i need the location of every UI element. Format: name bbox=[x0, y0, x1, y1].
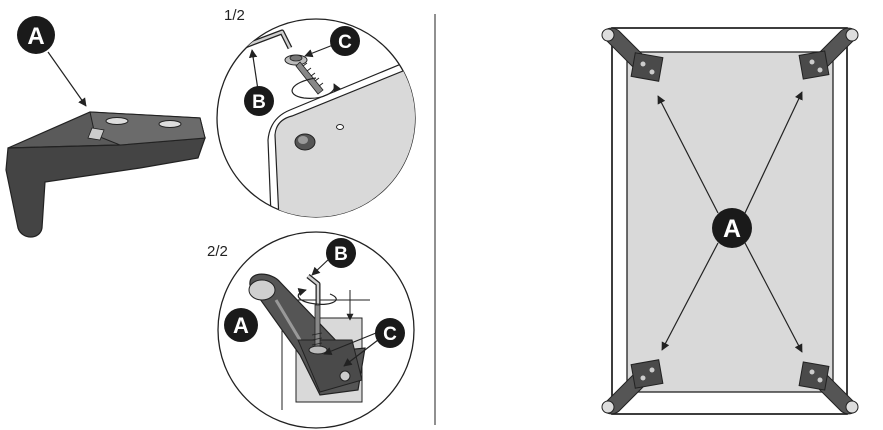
svg-text:C: C bbox=[383, 324, 397, 345]
leg-part-a bbox=[5, 111, 206, 238]
svg-text:A: A bbox=[27, 23, 44, 50]
leg-top-left bbox=[601, 27, 664, 82]
leader-c-step-2a bbox=[323, 332, 377, 356]
leg-bottom-left bbox=[601, 359, 664, 415]
leg-top-right bbox=[798, 27, 859, 80]
svg-text:B: B bbox=[252, 92, 266, 113]
pointer-arrows bbox=[657, 91, 803, 353]
bolt-icon bbox=[284, 54, 324, 95]
svg-text:A: A bbox=[723, 215, 741, 243]
svg-text:C: C bbox=[338, 32, 352, 53]
badge-b-step-1: B bbox=[244, 86, 274, 116]
badge-c-step-1: C bbox=[330, 26, 360, 56]
leg-bottom-right bbox=[798, 361, 859, 415]
step-1-label: 1/2 bbox=[224, 7, 245, 24]
step-2-label: 2/2 bbox=[207, 243, 228, 260]
rotate-arrow-icon bbox=[291, 77, 342, 99]
badge-a-step-2: A bbox=[224, 308, 258, 342]
leader-b-step-1 bbox=[248, 49, 259, 91]
svg-text:A: A bbox=[233, 313, 249, 338]
badge-b-step-2: B bbox=[326, 238, 356, 268]
leader-c-step-2b bbox=[343, 339, 379, 367]
svg-text:B: B bbox=[334, 244, 348, 265]
leader-c-step-1 bbox=[304, 44, 334, 58]
badge-a-top-view: A bbox=[712, 208, 752, 248]
badge-c-step-2: C bbox=[375, 318, 405, 348]
badge-a-left: A bbox=[17, 16, 55, 54]
leader-b-step-2 bbox=[311, 257, 331, 276]
leader-a bbox=[47, 51, 87, 107]
